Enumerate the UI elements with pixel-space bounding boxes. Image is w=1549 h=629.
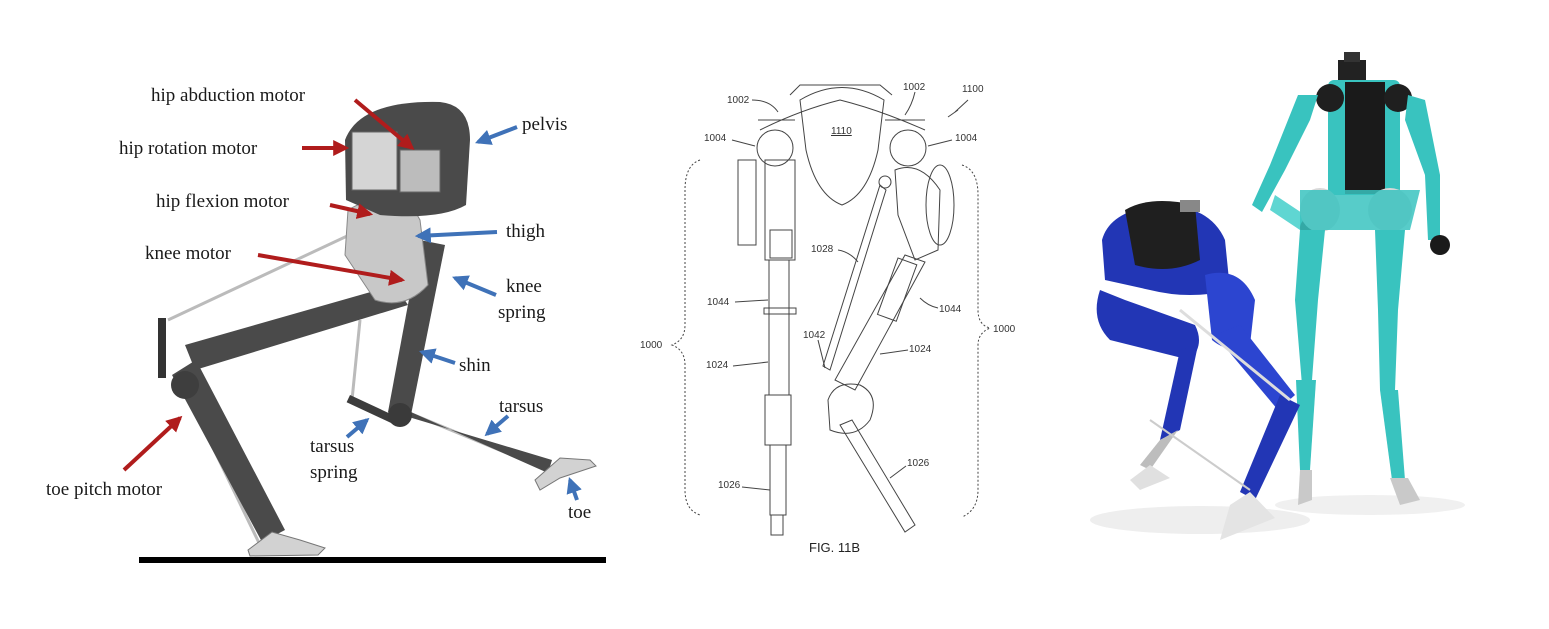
arrow-hip-flexion xyxy=(329,203,374,219)
ref-1026-right: 1026 xyxy=(907,458,930,469)
label-tarsus: tarsus xyxy=(499,396,543,417)
patent-left-leg-shin xyxy=(768,259,790,396)
ref-1002-left: 1002 xyxy=(727,95,750,106)
ref-1024-right: 1024 xyxy=(909,344,932,355)
front-leg-shin xyxy=(388,240,445,420)
figure-caption: FIG. 11B xyxy=(809,540,860,555)
patent-refs: 1002 1002 1100 1110 1004 1004 1028 1044 … xyxy=(640,82,1016,555)
back-leg-thigh xyxy=(185,285,408,370)
ref-1004-right: 1004 xyxy=(955,133,978,144)
ref-1000-right: 1000 xyxy=(993,324,1016,335)
arrow-knee-motor xyxy=(257,253,406,286)
label-tarsus-spring-line1: tarsus xyxy=(310,436,354,457)
front-foot xyxy=(534,457,597,491)
label-thigh: thigh xyxy=(506,221,546,242)
arrow-hip-abduction xyxy=(353,98,415,151)
left-labels: hip abduction motor hip rotation motor h… xyxy=(46,85,591,523)
robots-photo xyxy=(1090,52,1465,540)
label-pelvis: pelvis xyxy=(522,114,567,135)
motor-arrows xyxy=(122,98,415,472)
arrow-pelvis xyxy=(475,125,518,145)
patent-right-leg-tarsus xyxy=(839,419,916,533)
arrow-toe-pitch xyxy=(122,415,183,472)
label-toe: toe xyxy=(568,502,591,523)
label-hip-flexion: hip flexion motor xyxy=(156,191,290,212)
part-arrows xyxy=(345,125,582,501)
label-knee-spring-line1: knee xyxy=(506,276,542,297)
patent-leaders xyxy=(731,91,969,491)
ref-1028: 1028 xyxy=(811,244,834,255)
arrow-knee-spring xyxy=(452,275,497,297)
arrow-thigh xyxy=(414,227,498,244)
ref-1110: 1110 xyxy=(831,126,852,137)
ref-1004-left: 1004 xyxy=(704,133,727,144)
ref-1042: 1042 xyxy=(803,330,826,341)
patent-right-leg-rod xyxy=(822,184,887,371)
arrow-tarsus-spring xyxy=(345,417,370,439)
label-shin: shin xyxy=(459,355,491,376)
ground-line xyxy=(139,557,606,563)
label-hip-abduction: hip abduction motor xyxy=(151,85,306,106)
digit-left-leg xyxy=(1295,230,1325,385)
back-foot xyxy=(247,531,326,557)
arrow-toe xyxy=(566,476,582,501)
ref-1044-left: 1044 xyxy=(707,297,730,308)
front-leg-tarsus xyxy=(395,405,552,473)
cassie-rendering xyxy=(139,101,606,563)
ref-1100: 1100 xyxy=(962,84,984,95)
ref-1044-right: 1044 xyxy=(939,304,962,315)
ref-1002-right: 1002 xyxy=(903,82,926,93)
left-brace xyxy=(670,159,701,516)
patent-drawing xyxy=(670,84,992,536)
arrow-tarsus xyxy=(484,414,510,437)
label-toe-pitch: toe pitch motor xyxy=(46,479,163,500)
ref-1024-left: 1024 xyxy=(706,360,729,371)
patent-right-leg-thigh xyxy=(894,167,941,261)
label-knee-spring-line2: spring xyxy=(498,302,546,323)
label-tarsus-spring-line2: spring xyxy=(310,462,358,483)
patent-right-leg-shin xyxy=(834,254,926,391)
digit-left-arm xyxy=(1252,95,1318,212)
right-brace xyxy=(961,164,992,518)
digit-right-leg xyxy=(1375,230,1405,390)
patent-pelvis xyxy=(799,87,885,206)
label-knee-motor: knee motor xyxy=(145,243,232,264)
ref-1026-left: 1026 xyxy=(718,480,741,491)
digit-robot xyxy=(1252,52,1450,505)
label-hip-rotation: hip rotation motor xyxy=(119,138,258,159)
digit-right-arm xyxy=(1405,95,1440,240)
arrow-shin xyxy=(418,348,456,365)
cassie-blue-robot xyxy=(1096,200,1300,540)
ref-1000-left: 1000 xyxy=(640,340,663,351)
back-leg-shin xyxy=(172,360,285,542)
